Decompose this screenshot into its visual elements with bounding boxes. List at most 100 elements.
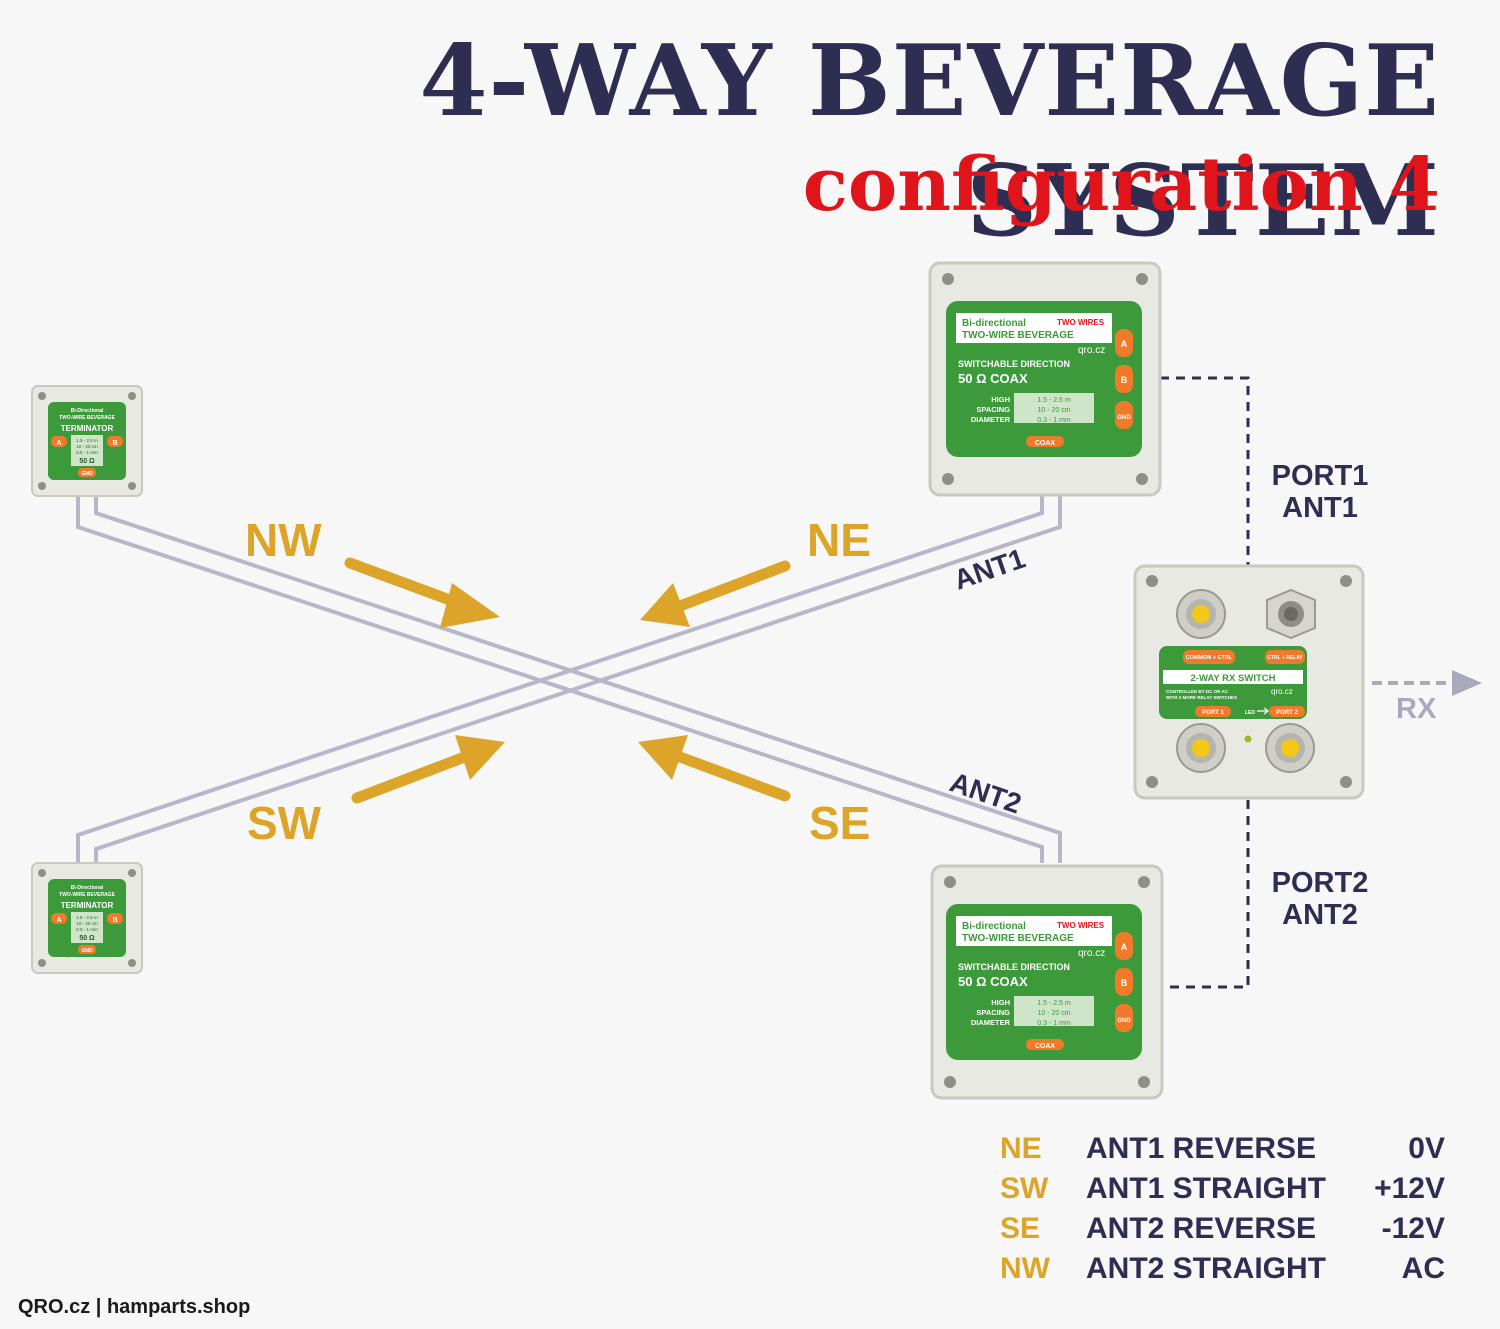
port2-connector-icon xyxy=(1265,723,1315,773)
switch-port2-label: PORT 2 xyxy=(1276,710,1298,716)
unit-line1: Bi-directional xyxy=(962,921,1026,932)
legend-direction: SW xyxy=(1000,1172,1049,1205)
unit-spec-label: DIAMETER xyxy=(971,1018,1011,1027)
arrow-sw-icon xyxy=(351,735,505,804)
port1-connector-icon xyxy=(1176,723,1226,773)
unit-line2: TWO-WIRE BEVERAGE xyxy=(962,330,1074,341)
rx-switch-unit: COMMON + CTRL CTRL + RELAY 2-WAY RX SWIT… xyxy=(1133,564,1365,800)
unit-spec-value: 10 - 20 cm xyxy=(1037,407,1070,414)
coax-label: COAX xyxy=(1035,1043,1056,1050)
unit-spec-label: SPACING xyxy=(976,405,1010,414)
term-pin-a: A xyxy=(56,917,61,924)
switch-note: CONTROLLED BY DC OR AC xyxy=(1166,689,1229,694)
dashed-link-port2 xyxy=(1170,800,1250,989)
unit-tag: TWO WIRES xyxy=(1057,921,1105,930)
unit-spec-value: 10 - 20 cm xyxy=(1037,1010,1070,1017)
unit-line2: TWO-WIRE BEVERAGE xyxy=(962,933,1074,944)
page-title: 4-WAY BEVERAGE SYSTEM xyxy=(419,24,1440,259)
unit-switchable: SWITCHABLE DIRECTION xyxy=(958,359,1070,369)
cable-gland-icon xyxy=(1266,588,1316,640)
unit-spec-value: 0.3 - 1 mm xyxy=(1037,417,1071,424)
unit-spec-label: SPACING xyxy=(976,1008,1010,1017)
common-connector-icon xyxy=(1176,589,1226,639)
legend-direction: SE xyxy=(1000,1212,1041,1245)
coax-label: COAX xyxy=(1035,440,1056,447)
term-line2: TWO-WIRE BEVERAGE xyxy=(59,892,115,898)
beverage-unit-ant2: Bi-directional TWO WIRES TWO-WIRE BEVERA… xyxy=(930,864,1164,1100)
legend-row: SW ANT1 STRAIGHT +12V xyxy=(1000,1172,1445,1212)
rx-output-arrow xyxy=(1372,670,1482,696)
rx-label: RX xyxy=(1396,693,1437,725)
direction-label-nw: NW xyxy=(245,514,322,566)
switch-ctrl-label: CTRL + RELAY xyxy=(1267,655,1303,661)
page-subtitle: configuration 4 xyxy=(802,142,1440,228)
unit-coax-ohm: 50 Ω COAX xyxy=(958,974,1028,989)
port1-ant: ANT1 xyxy=(1282,492,1358,524)
led-arrow-icon xyxy=(1257,707,1269,715)
arrow-nw-icon xyxy=(344,557,500,628)
unit-spec-label: DIAMETER xyxy=(971,415,1011,424)
switch-common-label: COMMON + CTRL xyxy=(1186,655,1233,661)
switch-name: 2-WAY RX SWITCH xyxy=(1191,673,1276,684)
legend-direction: NW xyxy=(1000,1252,1050,1285)
legend-description: ANT2 STRAIGHT xyxy=(1086,1252,1326,1285)
term-name: TERMINATOR xyxy=(61,901,114,910)
pin-b-label: B xyxy=(1121,375,1128,385)
switch-port1-label: PORT 1 xyxy=(1202,710,1224,716)
legend-direction: NE xyxy=(1000,1132,1042,1165)
legend-voltage: AC xyxy=(1401,1252,1445,1285)
pin-b-label: B xyxy=(1121,978,1128,988)
term-spec: 1.5 - 2.5 m xyxy=(76,915,98,920)
unit-line1: Bi-directional xyxy=(962,318,1026,329)
pin-a-label: A xyxy=(1121,942,1128,952)
wire-label-ant2: ANT2 xyxy=(946,766,1025,819)
term-pin-b: B xyxy=(112,917,117,924)
legend-row: NE ANT1 REVERSE 0V xyxy=(1000,1132,1445,1172)
unit-brand: qro.cz xyxy=(1078,345,1105,356)
switch-brand: qro.cz xyxy=(1271,687,1293,696)
legend-voltage: -12V xyxy=(1381,1212,1445,1245)
direction-label-se: SE xyxy=(809,797,871,849)
legend-description: ANT2 REVERSE xyxy=(1086,1212,1317,1245)
legend-description: ANT1 REVERSE xyxy=(1086,1132,1317,1165)
legend-row: SE ANT2 REVERSE -12V xyxy=(1000,1212,1445,1252)
unit-spec-value: 1.5 - 2.5 m xyxy=(1037,1000,1071,1007)
term-spec: 0.5 - 1 mm xyxy=(76,450,98,455)
term-ohm: 50 Ω xyxy=(79,935,95,942)
beverage-unit-ant1: Bi-directional TWO WIRES TWO-WIRE BEVERA… xyxy=(928,261,1162,497)
port2-ant: ANT2 xyxy=(1282,899,1358,931)
term-ohm: 50 Ω xyxy=(79,458,95,465)
unit-spec-value: 1.5 - 2.5 m xyxy=(1037,397,1071,404)
term-pin-a: A xyxy=(56,440,61,447)
wire-sw-to-ant1 xyxy=(76,495,1062,863)
switch-led-label: LED xyxy=(1245,710,1255,716)
wire-nw-to-ant2 xyxy=(76,495,1062,863)
footer-credit: QRO.cz | hamparts.shop xyxy=(18,1296,251,1318)
term-spec: 10 - 20 cm xyxy=(76,921,98,926)
term-pin-gnd: GND xyxy=(81,948,93,954)
unit-brand: qro.cz xyxy=(1078,948,1105,959)
legend-row: NW ANT2 STRAIGHT AC xyxy=(1000,1252,1445,1292)
arrow-ne-icon xyxy=(640,560,791,627)
term-line2: TWO-WIRE BEVERAGE xyxy=(59,415,115,421)
term-spec: 10 - 20 cm xyxy=(76,444,98,449)
term-spec: 1.5 - 2.5 m xyxy=(76,438,98,443)
unit-spec-value: 0.3 - 1 mm xyxy=(1037,1020,1071,1027)
led-icon xyxy=(1244,735,1252,743)
term-spec: 0.5 - 1 mm xyxy=(76,927,98,932)
port1-name: PORT1 xyxy=(1271,460,1369,492)
term-pin-gnd: GND xyxy=(81,471,93,477)
term-name: TERMINATOR xyxy=(61,424,114,433)
pin-gnd-label: GND xyxy=(1117,1018,1131,1024)
terminator-sw: Bi-Directional TWO-WIRE BEVERAGE TERMINA… xyxy=(31,862,143,974)
unit-tag: TWO WIRES xyxy=(1057,318,1105,327)
direction-label-sw: SW xyxy=(247,797,322,849)
legend-voltage: 0V xyxy=(1408,1132,1445,1165)
pin-a-label: A xyxy=(1121,339,1128,349)
term-pin-b: B xyxy=(112,440,117,447)
pin-gnd-label: GND xyxy=(1117,415,1131,421)
unit-coax-ohm: 50 Ω COAX xyxy=(958,371,1028,386)
dashed-link-port1 xyxy=(1160,376,1250,565)
port2-name: PORT2 xyxy=(1271,867,1369,899)
